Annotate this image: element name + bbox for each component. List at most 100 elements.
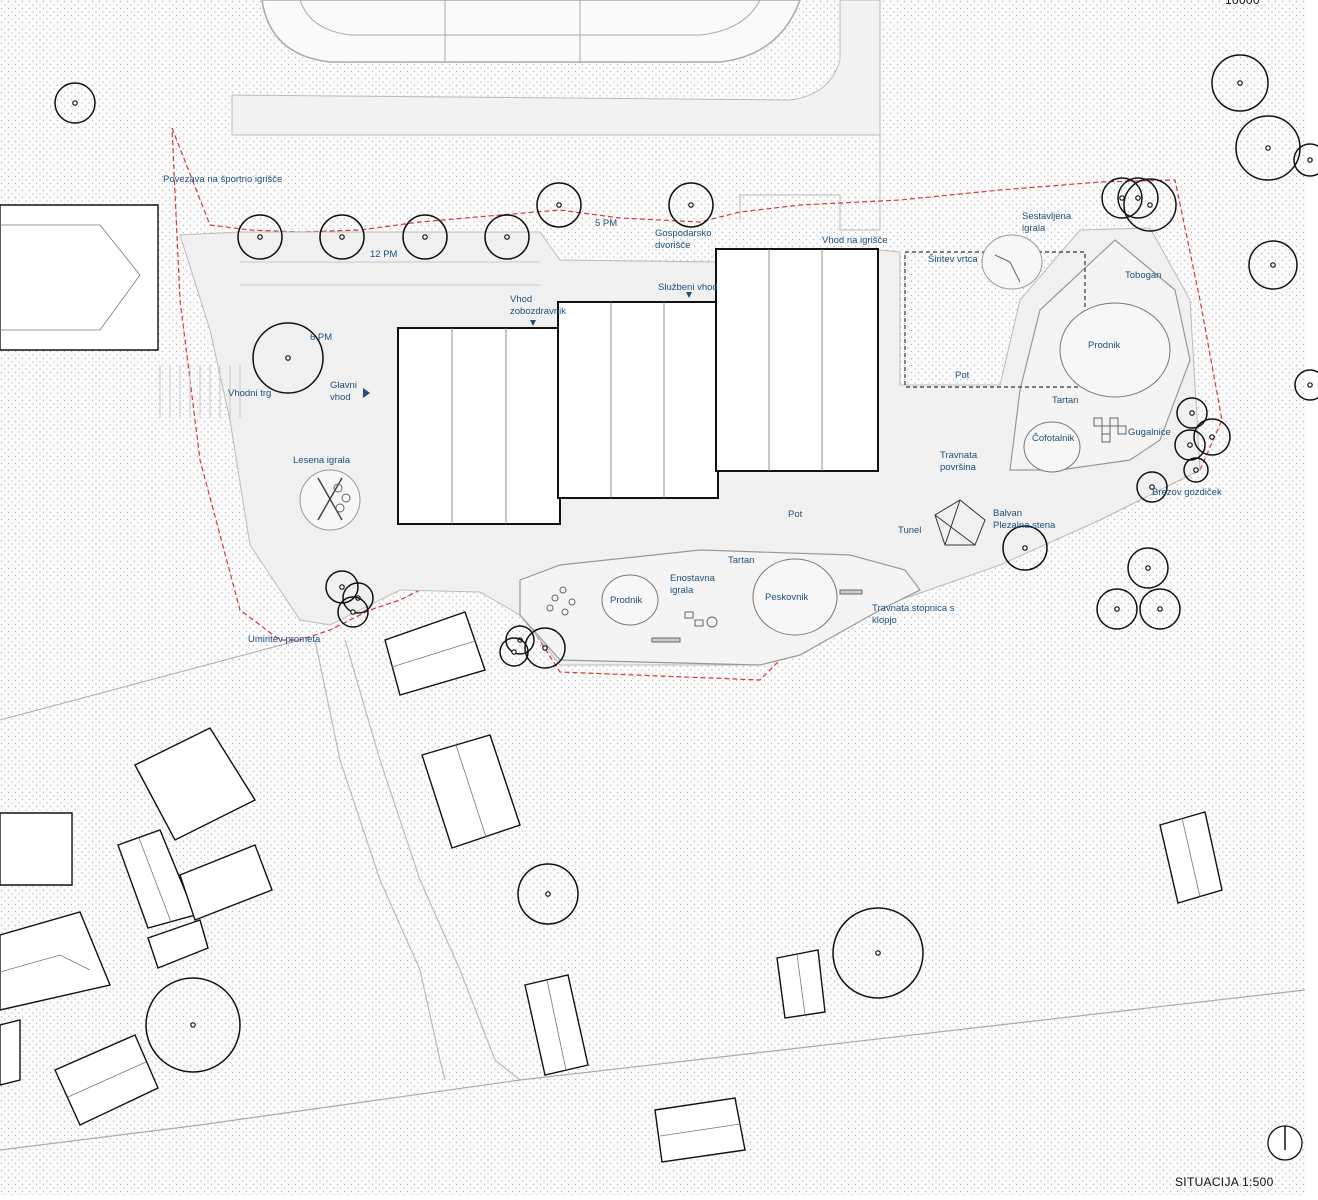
tree-trunk: [875, 950, 881, 956]
tree-trunk: [350, 609, 356, 615]
tree-icon: [402, 214, 448, 260]
prodnik-lower-area: [601, 574, 659, 626]
tree-trunk: [1147, 202, 1153, 208]
label-tartan-right: Tartan: [1052, 395, 1078, 406]
tree-trunk: [1307, 157, 1313, 163]
label-sestavljena-2: igrala: [1022, 223, 1046, 234]
tree-icon: [668, 182, 714, 228]
tree-trunk: [1193, 467, 1199, 473]
label-vhod-zobozdravnik-1: Vhod: [510, 294, 532, 305]
label-gospodarsko-1: Gospodarsko: [655, 228, 712, 239]
tree-icon: [342, 582, 374, 614]
trees: [54, 54, 1318, 1073]
tree-icon: [1136, 471, 1168, 503]
tree-icon: [517, 863, 579, 925]
label-glavni-2: vhod: [330, 392, 351, 403]
tree-trunk: [339, 584, 345, 590]
tree-trunk: [556, 202, 562, 208]
tree-icon: [1123, 178, 1177, 232]
tree-icon: [1293, 143, 1318, 177]
playground-details: [317, 254, 1127, 643]
label-prodnik-right: Prodnik: [1088, 340, 1120, 351]
tree-trunk: [1145, 565, 1151, 571]
tree-icon: [325, 570, 359, 604]
tree-icon: [1193, 418, 1231, 456]
tree-trunk: [1265, 145, 1271, 151]
label-5pm: 5 PM: [595, 218, 617, 229]
north-arrow-icon: [1267, 1125, 1303, 1161]
label-12pm: 12 PM: [370, 249, 398, 260]
tree-trunk: [1149, 484, 1155, 490]
tree-trunk: [257, 234, 263, 240]
plan-labels: Povezava na športno igrišče 12 PM 5 PM 6…: [163, 174, 1222, 645]
tree-trunk: [285, 355, 291, 361]
tree-trunk: [688, 202, 694, 208]
tree-icon: [524, 627, 566, 669]
peskovnik-area: [752, 558, 838, 636]
crosswalk-stripes: [159, 365, 241, 418]
sports-field: [231, 0, 881, 231]
label-sestavljena-1: Sestavljena: [1022, 211, 1072, 222]
siritev-circle: [981, 234, 1043, 290]
tree-icon: [1117, 177, 1159, 219]
label-gugalnice: Gugalnice: [1128, 427, 1171, 438]
tree-trunk: [1237, 80, 1243, 86]
label-enostavna-2: igrala: [670, 585, 694, 596]
label-pot-lower: Pot: [788, 509, 803, 520]
label-vhod-zobozdravnik-2: zobozdravnik: [510, 306, 566, 317]
label-prodnik-lower: Prodnik: [610, 595, 642, 606]
parking-12pm: [240, 261, 540, 286]
label-vhod-igrisce: Vhod na igrišče: [822, 235, 887, 246]
label-brezov: Brezov gozdiček: [1152, 487, 1222, 498]
tree-trunk: [1189, 410, 1195, 416]
tree-trunk: [1114, 606, 1120, 612]
tree-trunk: [1270, 262, 1276, 268]
label-tunel: Tunel: [898, 525, 921, 536]
tree-icon: [1139, 588, 1181, 630]
tree-icon: [319, 214, 365, 260]
tree-trunk: [511, 649, 517, 655]
label-siritev: Širitev vrtca: [928, 254, 978, 265]
tree-trunk: [504, 234, 510, 240]
tree-trunk: [190, 1022, 196, 1028]
label-peskovnik: Peskovnik: [765, 592, 809, 603]
tree-icon: [1101, 177, 1143, 219]
tree-trunk: [1022, 545, 1028, 551]
label-povezava: Povezava na športno igrišče: [163, 174, 282, 185]
tree-trunk: [1157, 606, 1163, 612]
label-travnata-1: Travnata: [940, 450, 978, 461]
tree-icon: [1248, 240, 1298, 290]
tree-icon: [1127, 547, 1169, 589]
label-tobogan: Tobogan: [1125, 270, 1161, 281]
neighbour-buildings: [0, 204, 1223, 1163]
top-right-label: 10000: [1225, 0, 1260, 7]
tree-trunk: [422, 234, 428, 240]
tree-icon: [1002, 525, 1048, 571]
tree-trunk: [545, 891, 551, 897]
cofotalnik-area: [1023, 421, 1081, 473]
tree-icon: [54, 82, 96, 124]
tree-icon: [1294, 369, 1318, 401]
tree-icon: [484, 214, 530, 260]
label-sluzbeni-vhod: Službeni vhod: [658, 282, 718, 293]
drawing-title: SITUACIJA 1:500: [1175, 1175, 1274, 1189]
tree-icon: [337, 596, 369, 628]
label-umiritev: Umiritev prometa: [248, 634, 321, 645]
tree-icon: [252, 322, 324, 394]
prodnik-right-area: [1059, 302, 1171, 398]
tree-icon: [536, 182, 582, 228]
label-gospodarsko-2: dvorišče: [655, 240, 690, 251]
tree-icon: [1096, 588, 1138, 630]
label-tartan-lower: Tartan: [728, 555, 754, 566]
label-travnata-2: površina: [940, 462, 977, 473]
tree-trunk: [1307, 382, 1313, 388]
label-6pm: 6 PM: [310, 332, 332, 343]
tree-trunk: [1119, 195, 1125, 201]
school-building: [397, 248, 879, 525]
tree-icon: [499, 637, 529, 667]
label-enostavna-1: Enostavna: [670, 573, 716, 584]
tree-icon: [1211, 54, 1269, 112]
tree-trunk: [1135, 195, 1141, 201]
label-stopnica-2: klopjo: [872, 615, 897, 626]
tree-trunk: [1209, 434, 1215, 440]
